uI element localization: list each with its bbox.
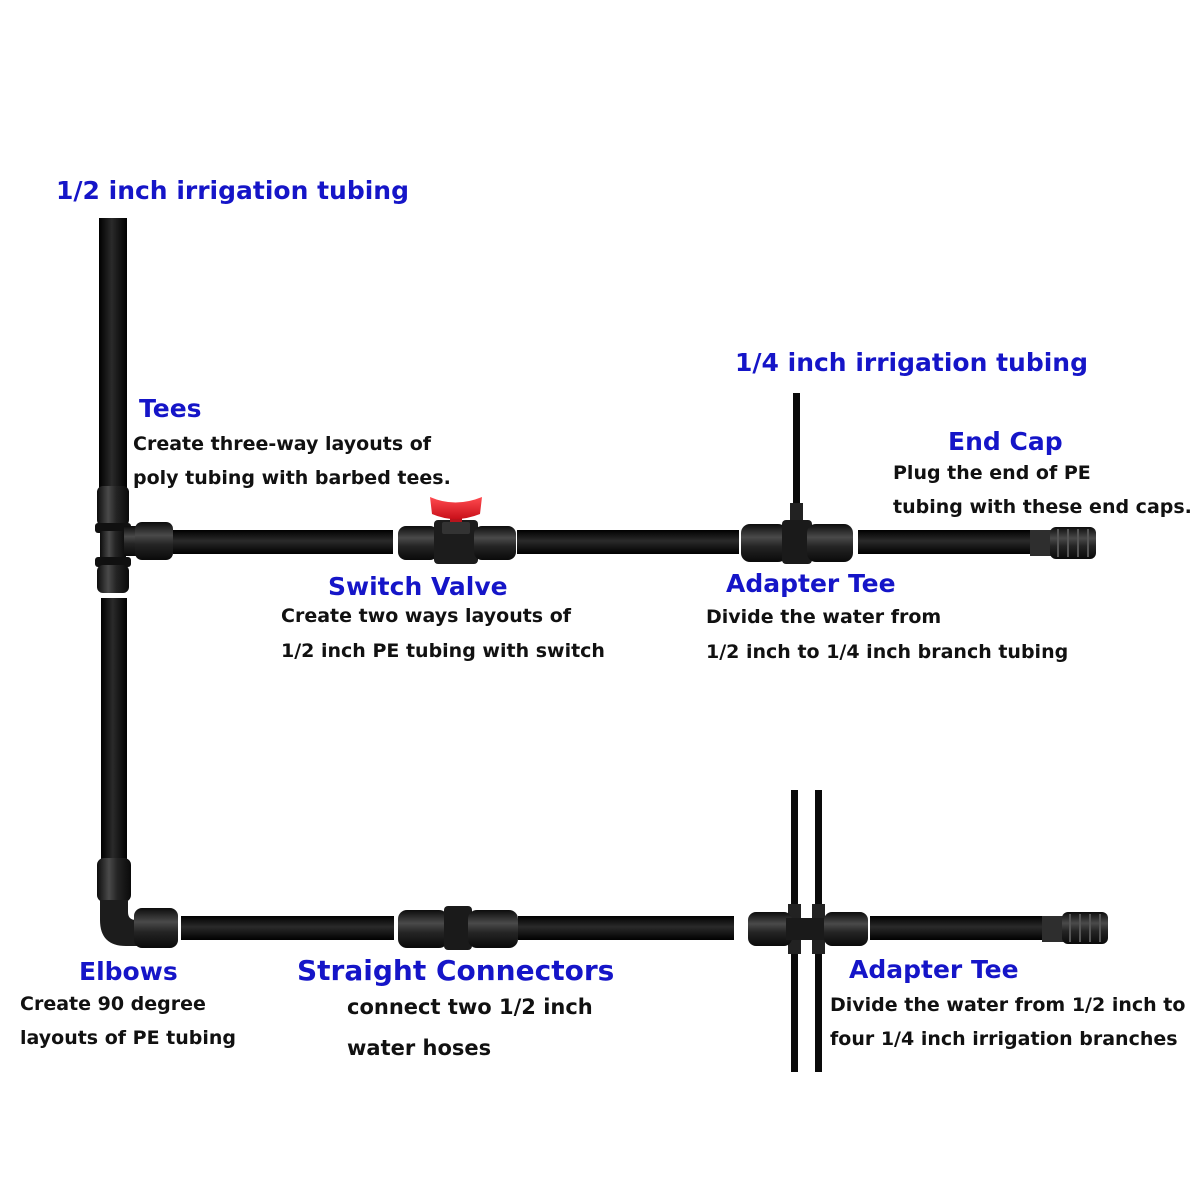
tees-description-line1: Create three-way layouts of [133, 433, 432, 455]
end-cap-description-line1: Plug the end of PE [893, 462, 1091, 484]
adapter-tee-top-title: Adapter Tee [726, 569, 896, 598]
adapter-tee-bottom-description-line1: Divide the water from 1/2 inch to [830, 994, 1186, 1016]
tee-fitting [95, 486, 173, 593]
adapter-tee-bottom-description-line2: four 1/4 inch irrigation branches [830, 1028, 1178, 1050]
switch-valve [398, 497, 516, 564]
end-cap-bottom [1042, 912, 1108, 944]
elbow-fitting [97, 858, 178, 948]
elbows-title: Elbows [79, 957, 178, 986]
end-cap-top [1030, 527, 1096, 559]
switch-valve-title: Switch Valve [328, 572, 508, 601]
adapter-tee-bottom-title: Adapter Tee [849, 955, 1019, 984]
end-cap-title: End Cap [948, 427, 1063, 456]
tees-title: Tees [139, 394, 202, 423]
switch-valve-description-line2: 1/2 inch PE tubing with switch [281, 640, 605, 662]
adapter-tee-top [741, 393, 853, 564]
tees-description-line2: poly tubing with barbed tees. [133, 467, 451, 489]
quarter-inch-tubing-label: 1/4 inch irrigation tubing [735, 348, 1088, 377]
bottom-horizontal-tubing [181, 916, 1042, 940]
half-inch-tubing-label: 1/2 inch irrigation tubing [56, 176, 409, 205]
elbows-description-line1: Create 90 degree [20, 993, 206, 1015]
end-cap-description-line2: tubing with these end caps. [893, 496, 1192, 518]
straight-connector [398, 906, 518, 950]
adapter-tee-bottom [748, 790, 868, 1072]
main-vertical-tubing [99, 218, 127, 860]
adapter-tee-top-description-line2: 1/2 inch to 1/4 inch branch tubing [706, 641, 1069, 663]
adapter-tee-top-description-line1: Divide the water from [706, 606, 942, 628]
switch-valve-description-line1: Create two ways layouts of [281, 605, 572, 627]
straight-connectors-title: Straight Connectors [297, 954, 615, 987]
elbows-description-line2: layouts of PE tubing [20, 1027, 237, 1049]
straight-connectors-description-line2: water hoses [347, 1036, 492, 1060]
straight-connectors-description-line1: connect two 1/2 inch [347, 995, 593, 1019]
top-horizontal-tubing [173, 530, 1030, 554]
